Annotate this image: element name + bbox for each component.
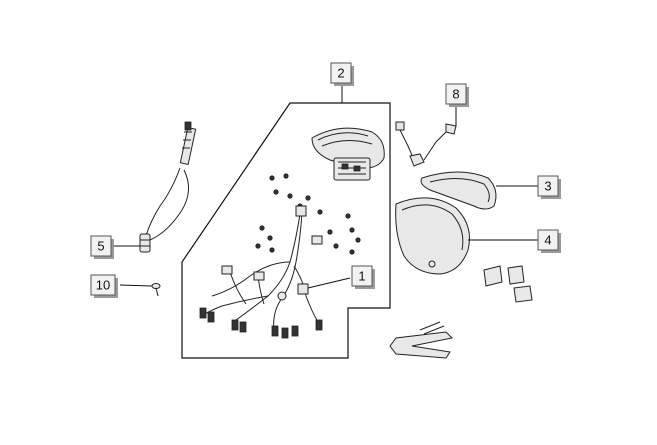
callout-1[interactable]: 1 [351, 265, 375, 289]
callout-10-label: 10 [96, 278, 110, 293]
leader-lines [112, 86, 538, 289]
callout-5-label: 5 [97, 239, 104, 254]
lens-ring-icon [420, 171, 497, 210]
callout-2[interactable]: 2 [330, 62, 354, 86]
assembly-boundary [181, 102, 391, 359]
callout-8[interactable]: 8 [445, 83, 469, 107]
bracket-clip-icon [395, 121, 457, 167]
housing-cover-icon [395, 197, 470, 275]
screw-set-icon [255, 173, 361, 255]
wiring-harness-icon [199, 205, 323, 339]
callout-8-label: 8 [452, 87, 459, 102]
callout-10[interactable]: 10 [90, 274, 118, 298]
mounting-bracket-icon [389, 321, 454, 359]
callout-3-label: 3 [544, 179, 551, 194]
rubber-pad-icon [483, 265, 533, 303]
instrument-cluster-icon [311, 127, 385, 181]
callout-2-label: 2 [337, 66, 344, 81]
callout-1-label: 1 [358, 269, 365, 284]
speedometer-cable-icon [139, 121, 197, 253]
callout-4[interactable]: 4 [537, 229, 561, 253]
callout-3[interactable]: 3 [537, 175, 561, 199]
screw-icon [151, 283, 161, 297]
callout-5[interactable]: 5 [90, 235, 114, 259]
callout-4-label: 4 [544, 233, 551, 248]
